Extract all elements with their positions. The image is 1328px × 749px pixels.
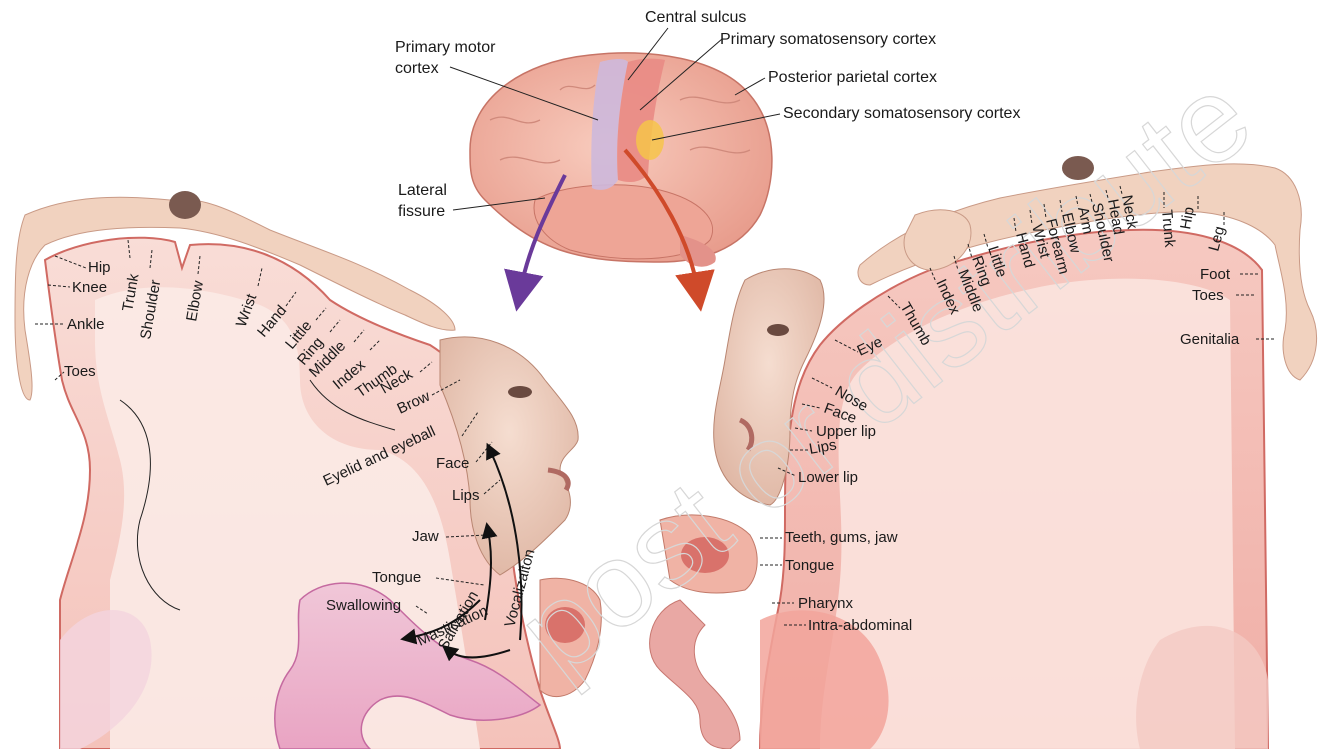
motor-label-hip: Hip bbox=[88, 259, 111, 276]
label-central-sulcus: Central sulcus bbox=[645, 9, 746, 26]
sensory-label-hip: Hip bbox=[1177, 206, 1198, 231]
motor-label-swallowing: Swallowing bbox=[326, 597, 401, 614]
motor-label-toes: Toes bbox=[64, 363, 96, 380]
sensory-label-toes: Toes bbox=[1192, 287, 1224, 304]
label-lateral-1: Lateral bbox=[398, 182, 447, 199]
sensory-label-intra-abdominal: Intra-abdominal bbox=[808, 617, 912, 634]
motor-label-jaw: Jaw bbox=[412, 528, 439, 545]
sensory-label-tongue: Tongue bbox=[785, 557, 834, 574]
label-primary-motor-1: Primary motor bbox=[395, 39, 496, 56]
sensory-label-genitalia: Genitalia bbox=[1180, 331, 1240, 348]
sensory-label-lower-lip: Lower lip bbox=[798, 469, 858, 486]
label-lateral-2: fissure bbox=[398, 203, 445, 220]
sensory-label-trunk: Trunk bbox=[1158, 209, 1178, 249]
motor-label-face: Face bbox=[436, 455, 469, 472]
motor-label-tongue: Tongue bbox=[372, 569, 421, 586]
secondary-somatosensory-area bbox=[636, 120, 664, 160]
label-posterior-parietal: Posterior parietal cortex bbox=[768, 69, 937, 86]
sensory-label-teeth: Teeth, gums, jaw bbox=[785, 529, 898, 546]
label-primary-motor-2: cortex bbox=[395, 60, 439, 77]
motor-label-lips: Lips bbox=[452, 487, 480, 504]
label-primary-somatosensory: Primary somatosensory cortex bbox=[720, 31, 936, 48]
label-secondary-somatosensory: Secondary somatosensory cortex bbox=[783, 105, 1020, 122]
motor-label-knee: Knee bbox=[72, 279, 107, 296]
brain-illustration bbox=[470, 53, 772, 267]
motor-label-ankle: Ankle bbox=[67, 316, 105, 333]
sensory-label-pharynx: Pharynx bbox=[798, 595, 854, 612]
sensory-label-foot: Foot bbox=[1200, 266, 1231, 283]
